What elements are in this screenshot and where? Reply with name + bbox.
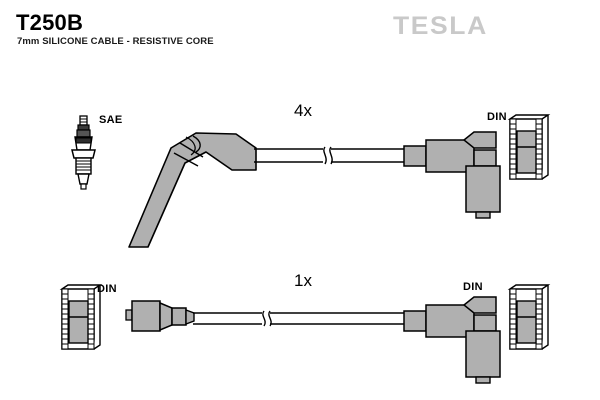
cable-1x [193, 310, 408, 327]
quantity-label-1x: 1x [294, 271, 312, 290]
brand-logo: TESLA [393, 12, 488, 40]
sae-terminal-label: SAE [99, 114, 123, 126]
cable-4x [254, 146, 408, 165]
spark-plug-boot-4x [128, 132, 257, 248]
din-terminal-icon-bottom-right [509, 284, 549, 350]
assembly-4x [71, 114, 549, 248]
part-description: 7mm SILICONE CABLE - RESISTIVE CORE [17, 36, 214, 47]
quantity-label-4x: 4x [294, 101, 312, 120]
din-terminal-label-top: DIN [487, 111, 507, 123]
page-title: T250B [16, 10, 84, 35]
din-terminal-icon-top [509, 114, 549, 180]
assembly-1x [61, 284, 549, 384]
din-terminal-label-bottom-left: DIN [97, 283, 117, 295]
coil-connector-1x [125, 300, 195, 332]
distributor-connector-1x [403, 296, 501, 384]
din-terminal-icon-bottom-left [61, 284, 101, 350]
din-terminal-label-bottom-right: DIN [463, 281, 483, 293]
spark-plug-icon [71, 115, 96, 190]
distributor-connector-4x [403, 131, 501, 219]
